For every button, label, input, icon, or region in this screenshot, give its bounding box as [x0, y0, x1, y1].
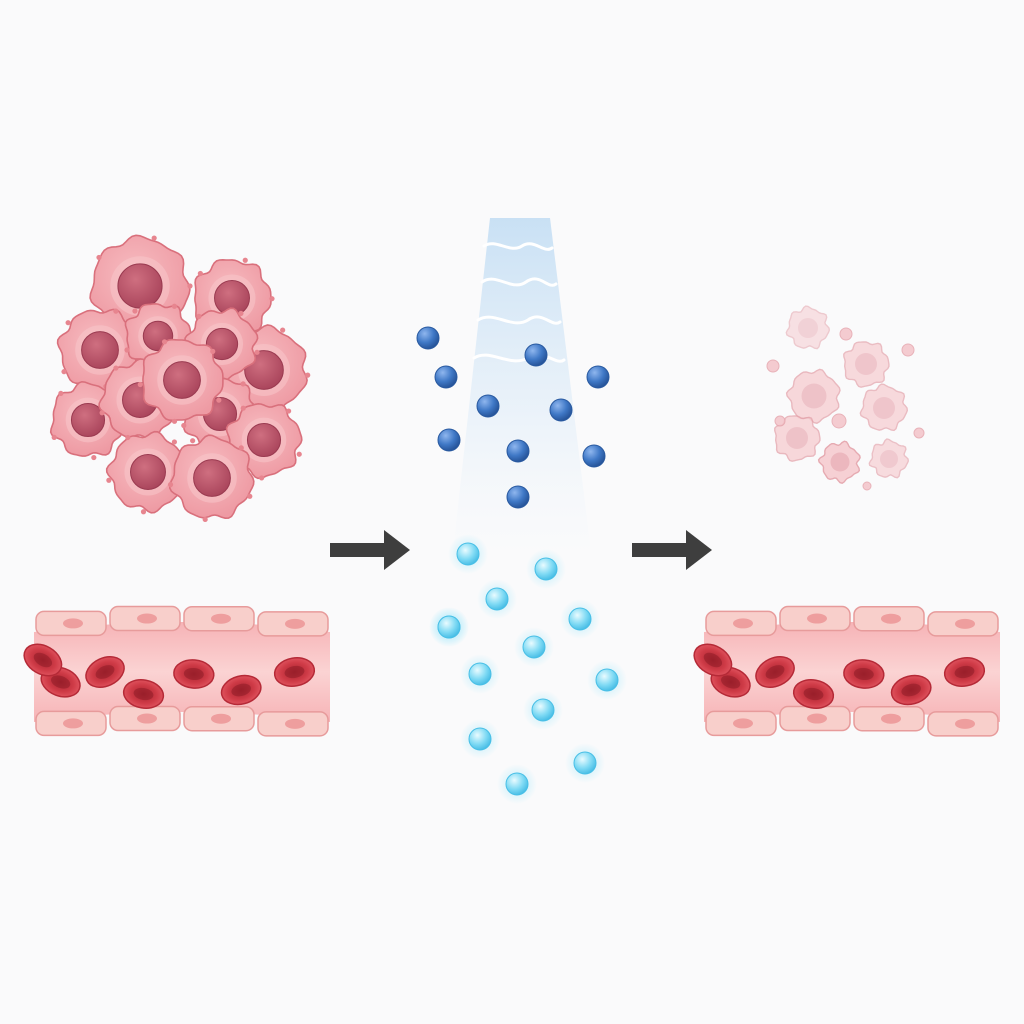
- red-blood-cell: [173, 659, 215, 689]
- cell-debris: [913, 427, 925, 439]
- cell-debris: [839, 327, 853, 341]
- dark-particle: [506, 485, 530, 509]
- red-blood-cell: [792, 679, 835, 709]
- treatment-beam: [452, 218, 592, 560]
- glowing-particle: [565, 743, 605, 783]
- red-blood-cell: [693, 643, 733, 677]
- blood-vessel-left: [23, 605, 330, 737]
- glowing-particle: [460, 719, 500, 759]
- faded-cell: [817, 440, 861, 484]
- glowing-particle: [587, 660, 627, 700]
- cell-debris: [862, 481, 872, 491]
- dark-particle: [437, 428, 461, 452]
- faded-cell: [774, 415, 821, 462]
- glowing-particle: [477, 579, 517, 619]
- glowing-particle: [526, 549, 566, 589]
- faded-cell: [785, 368, 841, 424]
- dark-particle: [549, 398, 573, 422]
- glowing-particle: [448, 534, 488, 574]
- dark-particle: [434, 365, 458, 389]
- arrow-right-2: [632, 530, 712, 570]
- vessel-wall-top: [35, 605, 329, 637]
- red-blood-cell: [23, 643, 63, 677]
- glowing-particles: [429, 534, 627, 804]
- glowing-particle: [523, 690, 563, 730]
- red-blood-cell: [843, 659, 885, 689]
- red-blood-cell: [220, 674, 262, 706]
- red-blood-cell: [943, 657, 986, 687]
- tumor-cell: [105, 430, 188, 515]
- blood-vessel-right: [693, 605, 1000, 737]
- faded-tumor-cells: [766, 305, 925, 491]
- glowing-particle: [497, 764, 537, 804]
- vessel-wall-bottom: [705, 705, 999, 737]
- dark-particle: [524, 343, 548, 367]
- tumor-cell-cluster: [49, 234, 311, 523]
- cell-debris: [901, 343, 915, 357]
- faded-cell: [868, 438, 910, 479]
- dark-particle: [582, 444, 606, 468]
- arrow-right-1: [330, 530, 410, 570]
- red-blood-cell: [890, 674, 932, 706]
- cell-debris: [766, 359, 780, 373]
- dark-particle: [506, 439, 530, 463]
- glowing-particle: [560, 599, 600, 639]
- vessel-wall-top: [705, 605, 999, 637]
- tumor-cell: [167, 434, 255, 523]
- red-blood-cell: [85, 656, 125, 688]
- glowing-particle: [460, 654, 500, 694]
- red-blood-cell: [122, 679, 165, 709]
- faded-cell: [785, 305, 831, 350]
- faded-cell: [859, 383, 909, 432]
- cell-debris: [831, 413, 847, 429]
- vessel-wall-bottom: [35, 705, 329, 737]
- dark-particle: [476, 394, 500, 418]
- dark-particle: [586, 365, 610, 389]
- dark-particles: [416, 326, 610, 509]
- glowing-particle: [514, 627, 554, 667]
- cell-debris: [774, 415, 786, 427]
- glowing-particle: [429, 607, 469, 647]
- red-blood-cell: [273, 657, 316, 687]
- dark-particle: [416, 326, 440, 350]
- tumor-cell: [137, 338, 224, 424]
- faded-cell: [843, 341, 890, 388]
- red-blood-cell: [755, 656, 795, 688]
